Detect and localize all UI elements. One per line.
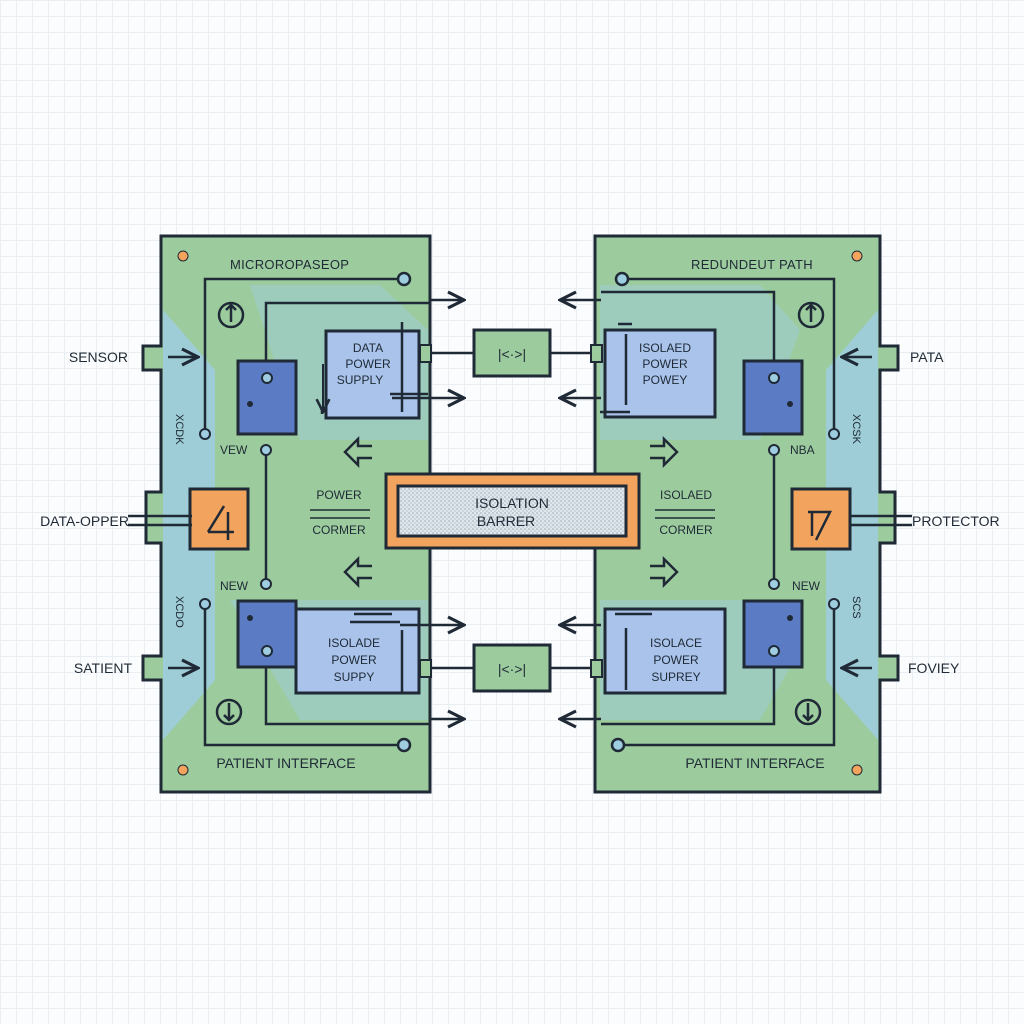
power-icon <box>797 301 825 329</box>
arrow-icon <box>343 555 372 589</box>
left-upper-module: DATA POWER SUPPLY <box>322 322 432 420</box>
chip <box>742 359 804 436</box>
module-line: SUPPY <box>334 670 375 684</box>
trace-pad <box>614 271 630 287</box>
barrier-label-line2: BARRER <box>477 513 535 529</box>
trace-pad <box>199 428 211 440</box>
isolation-barrier: ISOLATION BARRER <box>384 472 641 550</box>
power-icon <box>215 698 243 726</box>
chip <box>236 599 298 669</box>
external-label: PROTECTOR <box>912 513 1000 529</box>
side-text: XCDO <box>173 596 185 628</box>
mount-hole <box>177 764 189 776</box>
barrier-label-line1: ISOLATION <box>475 495 549 511</box>
module-line: ISOLACE <box>650 636 702 650</box>
center-label: POWER <box>316 488 362 502</box>
tag-label: NEW <box>792 579 821 593</box>
switch-icon <box>790 487 852 551</box>
mount-hole <box>851 764 863 776</box>
arrow-icon <box>343 435 372 469</box>
switch-icon <box>188 487 250 551</box>
module-line: POWER <box>331 653 377 667</box>
side-text: XCDK <box>173 414 185 445</box>
trace-pad <box>396 737 412 753</box>
left-external-connectors <box>128 357 198 668</box>
tag-label: NBA <box>790 443 815 457</box>
left-lower-module: ISOLADE POWER SUPPY <box>294 607 432 695</box>
trace-pad <box>768 578 780 590</box>
right-footer: PATIENT INTERFACE <box>685 755 824 771</box>
right-board-title: REDUNDEUT PATH <box>691 257 813 272</box>
module-line: POWEY <box>643 373 688 387</box>
center-label: ISOLAED <box>660 488 712 502</box>
external-label: DATA-OPPER <box>40 513 129 529</box>
trace-pad <box>396 271 412 287</box>
module-line: POWER <box>345 357 391 371</box>
arrow-icon <box>650 435 679 469</box>
tag-label: NEW <box>220 579 249 593</box>
module-line: POWER <box>642 357 688 371</box>
coupler-label: |<·>| <box>498 346 526 362</box>
trace-pad <box>199 598 211 610</box>
right-board: REDUNDEUT PATH ISOLAED POW <box>590 234 900 794</box>
left-footer: PATIENT INTERFACE <box>216 755 355 771</box>
chip <box>742 599 804 669</box>
left-board: MICROROPASEOP <box>141 234 432 794</box>
signal-arrows <box>392 300 601 719</box>
right-upper-module: ISOLAED POWER POWEY <box>590 322 717 419</box>
external-label: SATIENT <box>74 660 133 676</box>
external-label: FOVIEY <box>908 660 960 676</box>
center-label: CORMER <box>659 523 713 537</box>
trace-pad <box>768 444 780 456</box>
arrow-icon <box>650 555 679 589</box>
trace-pad <box>260 444 272 456</box>
right-lower-module: ISOLACE POWER SUPREY <box>590 607 727 695</box>
external-label: PATA <box>910 349 944 365</box>
side-text: XCSK <box>850 414 862 445</box>
center-label: CORMER <box>312 523 366 537</box>
side-text: SCS <box>850 596 862 619</box>
external-label: SENSOR <box>69 349 128 365</box>
trace-pad <box>828 428 840 440</box>
left-board-title: MICROROPASEOP <box>230 257 349 272</box>
mount-hole <box>851 250 863 262</box>
tag-label: VEW <box>220 443 248 457</box>
chip <box>236 359 298 436</box>
coupler-block: |<·>| <box>472 328 552 378</box>
module-line: ISOLADE <box>328 636 380 650</box>
trace-pad <box>260 578 272 590</box>
module-line: POWER <box>653 653 699 667</box>
mount-hole <box>177 250 189 262</box>
trace-pad <box>610 737 626 753</box>
right-external-connectors <box>842 357 912 668</box>
coupler-label: |<·>| <box>498 661 526 677</box>
power-icon <box>217 301 245 329</box>
module-line: SUPREY <box>651 670 700 684</box>
power-icon <box>794 698 822 726</box>
module-line: SUPPLY <box>337 373 383 387</box>
trace-pad <box>828 598 840 610</box>
module-line: DATA <box>353 341 383 355</box>
module-line: ISOLAED <box>639 341 691 355</box>
coupler-block: |<·>| <box>472 643 552 693</box>
